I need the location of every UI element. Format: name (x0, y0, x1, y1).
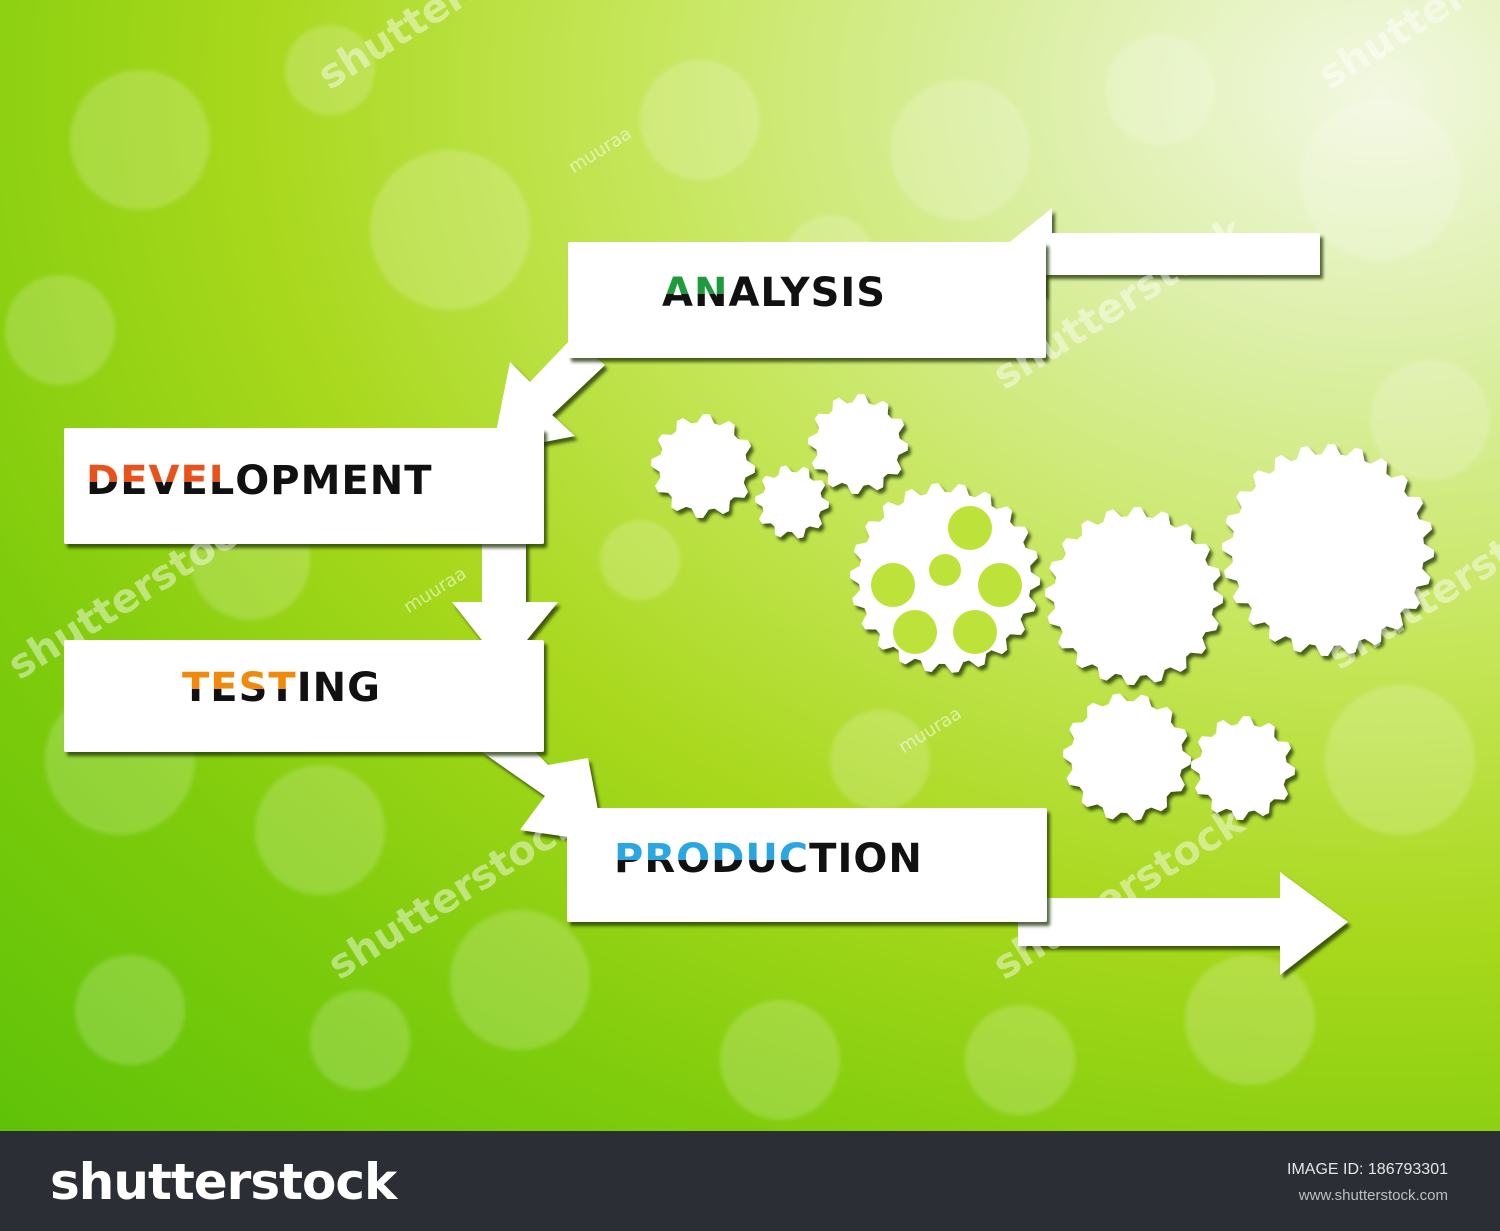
footer-logo: shutterstock (50, 1153, 397, 1211)
image-id-label: IMAGE ID: (1287, 1161, 1364, 1178)
diagram-canvas: ANALYSIS DEVELOPMENT TESTING PRODUCTION … (0, 0, 1500, 1131)
box-production (567, 808, 1047, 922)
step-highlight-analysis: AN (662, 270, 729, 316)
step-label-production: PRODUCTION (614, 836, 923, 882)
step-highlight-production: PRODUC (614, 836, 810, 882)
gear-icon (808, 394, 908, 494)
gear-hole (978, 563, 1022, 607)
gear-icon (651, 414, 755, 518)
gear-icon (1191, 716, 1295, 820)
box-testing (64, 640, 544, 752)
step-label-testing: TESTING (182, 665, 381, 711)
flow-arrows (452, 208, 1348, 975)
footer-bar: shutterstock IMAGE ID: 186793301 www.shu… (0, 1131, 1500, 1231)
gear-hole (929, 554, 961, 586)
gear-hole (948, 506, 992, 550)
gear-icon (1222, 444, 1434, 656)
step-highlight-testing: TEST (182, 665, 297, 711)
step-rest-analysis: ALYSIS (728, 270, 887, 316)
gears-group (651, 394, 1434, 821)
gear-holes (871, 506, 1022, 654)
step-label-analysis: ANALYSIS (662, 270, 886, 316)
box-development (64, 428, 544, 544)
entry-arrow (990, 208, 1320, 296)
exit-arrow (1018, 872, 1348, 975)
arrow-analysis-development (492, 338, 605, 452)
gear-icon (1045, 507, 1223, 685)
gear-icon (1063, 693, 1191, 821)
step-label-development: DEVELOPMENT (86, 458, 433, 504)
box-analysis (568, 242, 1046, 358)
footer-url: www.shutterstock.com (1298, 1187, 1448, 1204)
step-rest-testing: ING (296, 665, 381, 711)
step-highlight-development: DEVEL (86, 458, 236, 504)
bokeh-background (5, 25, 1490, 1120)
image-id: IMAGE ID: 186793301 (1287, 1161, 1448, 1179)
image-id-value: 186793301 (1367, 1161, 1448, 1178)
step-rest-development: OPMENT (235, 458, 433, 504)
gear-hole (871, 563, 915, 607)
step-rest-production: TION (809, 836, 923, 882)
gear-icon (755, 465, 829, 539)
gear-hole (953, 610, 997, 654)
gear-hole (893, 610, 937, 654)
process-diagram (5, 25, 1490, 1120)
arrow-development-testing (452, 540, 558, 668)
step-boxes (64, 242, 1047, 922)
